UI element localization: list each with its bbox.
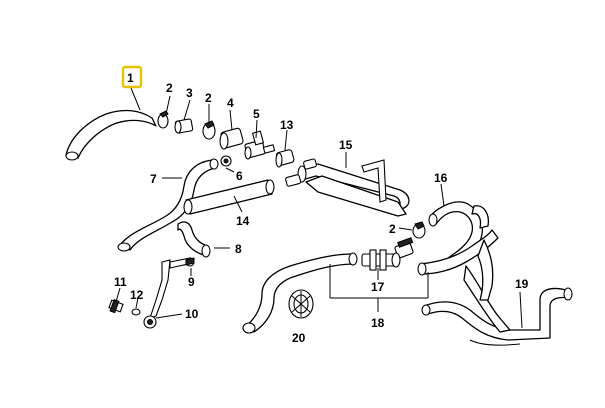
selected-part-highlight [121,65,143,89]
leader-lines [115,87,523,329]
hose-14[interactable] [183,179,275,215]
callout-20[interactable]: 20 [292,331,306,345]
bracket-10[interactable] [143,257,191,329]
pipe-15[interactable] [285,158,410,217]
callout-3[interactable]: 3 [186,86,193,100]
hose-18[interactable] [242,252,358,334]
callout-16[interactable]: 16 [434,171,448,185]
grommet-20[interactable] [288,289,314,319]
callout-9[interactable]: 9 [188,275,195,289]
coupling-13[interactable] [275,149,295,168]
callout-15[interactable]: 15 [339,138,353,152]
callout-labels: 1 2 3 2 4 5 13 15 7 6 16 14 2 8 9 11 12 … [114,71,529,345]
callout-5[interactable]: 5 [253,107,260,121]
bolt-11[interactable] [108,299,124,314]
bolt-9[interactable] [185,257,195,267]
washer-12[interactable] [131,308,141,316]
fitting-17[interactable] [361,249,401,271]
callout-11[interactable]: 11 [114,275,127,289]
clamp-2c[interactable] [412,221,426,239]
callout-10[interactable]: 10 [185,307,199,321]
hose-17-right[interactable] [417,229,499,276]
callout-4[interactable]: 4 [227,96,234,110]
callout-12[interactable]: 12 [130,288,144,302]
callout-7[interactable]: 7 [150,172,157,186]
fitting-17-right[interactable] [394,237,414,259]
clamp-6[interactable] [220,155,232,167]
callout-13[interactable]: 13 [280,118,294,132]
callout-18[interactable]: 18 [371,316,385,330]
valve-5[interactable] [244,130,276,160]
callout-2a[interactable]: 2 [166,81,173,95]
callout-2b[interactable]: 2 [205,91,212,105]
callout-17[interactable]: 17 [371,280,385,294]
hose-7[interactable] [117,158,219,252]
callout-1[interactable]: 1 [127,71,134,85]
coupling-4[interactable] [219,127,244,150]
callout-8[interactable]: 8 [235,242,242,256]
callout-6[interactable]: 6 [236,169,243,183]
fitting-3[interactable] [174,118,194,134]
clamp-2a[interactable] [157,110,169,129]
clamp-2b[interactable] [202,120,216,140]
hose-8[interactable] [177,221,211,258]
callout-19[interactable]: 19 [515,277,529,291]
hose-1[interactable] [65,109,157,161]
hose-19[interactable] [421,239,573,346]
callout-14[interactable]: 14 [236,214,250,228]
callout-2c[interactable]: 2 [389,222,396,236]
